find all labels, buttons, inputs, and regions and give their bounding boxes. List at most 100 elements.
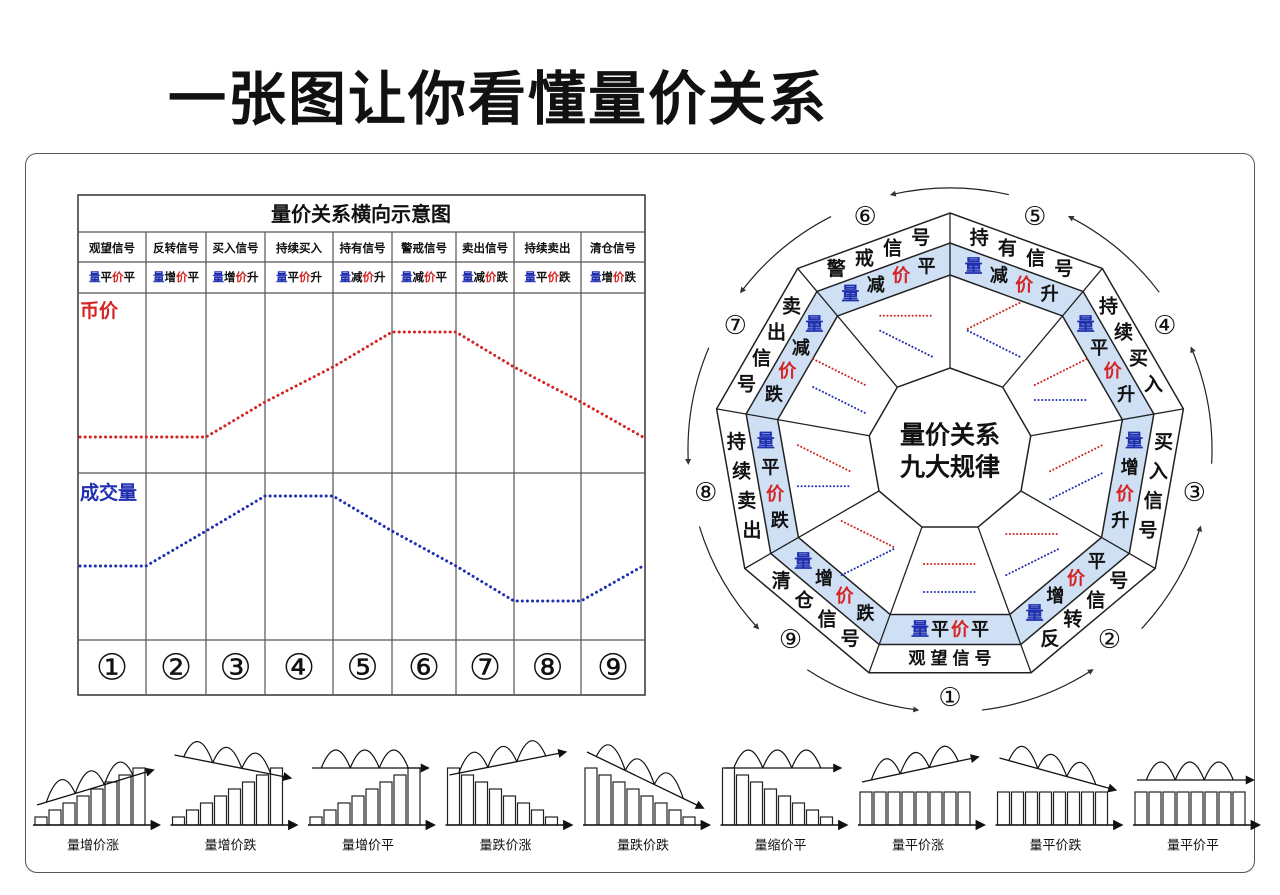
- volume-bar: [323, 809, 337, 826]
- sector-number: ⑥: [854, 202, 877, 232]
- sector-signal-char: 信: [752, 346, 771, 369]
- volume-bar: [379, 781, 393, 826]
- sector-rule-char: 量: [1077, 313, 1095, 335]
- mini-chart-label: 量增价跌: [204, 838, 256, 854]
- sector-divider: [1030, 408, 1184, 437]
- volume-bar: [668, 809, 682, 826]
- sector-rule-char: 平: [931, 620, 949, 641]
- sector-number: ②: [1098, 625, 1121, 655]
- sector-signal-char: 入: [1149, 461, 1168, 483]
- flow-arrow: [740, 216, 832, 294]
- sector-number: ⑦: [724, 311, 747, 341]
- sector-signal-char: 观: [908, 649, 926, 669]
- column-number: ③: [219, 648, 251, 689]
- infographic-card: [25, 153, 1255, 873]
- sector-number: ③: [1183, 478, 1206, 508]
- price-wave: [595, 744, 684, 799]
- horizontal-table-diagram: 量价关系横向示意图币价成交量观望信号量平价平①反转信号量增价平②买入信号量增价升…: [77, 194, 646, 696]
- sector-signal-char: 号: [1054, 258, 1073, 280]
- sector-signal-char: 信: [1086, 588, 1105, 611]
- sector-number: ①: [938, 683, 961, 713]
- volume-bar: [1080, 791, 1095, 826]
- sector-volume-trend: [1005, 548, 1060, 577]
- column-number: ⑦: [469, 648, 501, 689]
- sector-rule-char: 升: [1041, 284, 1059, 305]
- volume-bar: [530, 809, 545, 826]
- sector-rule-char: 价: [1116, 484, 1135, 505]
- sector-signal-char: 持: [727, 430, 746, 453]
- column-number: ①: [96, 648, 128, 689]
- flow-arrow: [1190, 346, 1213, 464]
- sector-rule-char: 量: [1125, 430, 1143, 452]
- column-rule: 量增价平: [153, 270, 200, 284]
- sector-rule-char: 量: [911, 619, 929, 641]
- column-signal: 清仓信号: [590, 241, 636, 255]
- volume-bar: [721, 767, 736, 826]
- volume-bar: [48, 809, 62, 826]
- sector-signal-char: 望: [931, 648, 948, 669]
- mini-charts-row: 量增价涨量增价跌量增价平量跌价涨量跌价跌量缩价平量平价涨量平价跌量平价平: [33, 740, 1262, 854]
- sector-signal-char: 持: [970, 226, 989, 249]
- mini-chart-label: 量跌价跌: [617, 838, 669, 854]
- column-rule: 量平价平: [89, 270, 136, 284]
- volume-bar: [118, 774, 132, 826]
- sector-divider: [716, 408, 870, 437]
- sector-number: ⑨: [779, 625, 802, 655]
- mini-chart: 量平价跌: [995, 745, 1124, 854]
- column-rule: 量减价平: [401, 270, 448, 284]
- rule-char: 平: [101, 270, 113, 284]
- volume-bar: [1024, 791, 1039, 826]
- sector-number: ④: [1153, 311, 1176, 341]
- page-title: 一张图让你看懂量价关系: [168, 65, 829, 133]
- rule-char: 平: [188, 270, 200, 284]
- sector-rule-char: 增: [1121, 456, 1139, 478]
- volume-bar: [654, 802, 668, 826]
- rule-char: 增: [602, 270, 614, 284]
- volume-bar: [640, 795, 654, 826]
- volume-bar: [763, 788, 778, 826]
- rule-char: 平: [536, 270, 548, 284]
- price-wave: [733, 749, 822, 769]
- volume-bar: [199, 802, 214, 826]
- sector-divider: [744, 490, 880, 570]
- sector-signal-char: 仓: [794, 588, 815, 611]
- volume-bar: [365, 788, 379, 826]
- column-signal: 反转信号: [153, 241, 199, 255]
- table-title: 量价关系横向示意图: [271, 202, 451, 226]
- price-trend-arrow: [174, 754, 293, 782]
- price-wave: [870, 745, 959, 781]
- flow-arrow: [806, 669, 920, 713]
- price-wave: [1145, 761, 1234, 781]
- sector-divider: [797, 268, 898, 388]
- sector-signal-char: 续: [1114, 321, 1133, 344]
- rule-char: 跌: [625, 270, 637, 284]
- volume-bar: [516, 802, 531, 826]
- sector-5: 持有信号量减价升⑤: [889, 187, 1073, 358]
- volume-bar: [213, 795, 228, 826]
- volume-bar: [598, 774, 612, 826]
- sector-price-trend: [1033, 358, 1088, 386]
- mini-chart: 量跌价涨: [445, 740, 574, 854]
- sector-signal-char: 卖: [782, 296, 801, 318]
- mini-chart: 量平价平: [1133, 761, 1262, 854]
- rule-char: 增: [165, 270, 177, 284]
- mini-chart: 量缩价平: [720, 749, 849, 854]
- rule-char: 价: [299, 270, 311, 284]
- mini-chart-label: 量跌价涨: [479, 838, 531, 854]
- sector-rule-char: 平: [1090, 338, 1108, 359]
- volume-bar: [584, 767, 598, 826]
- volume-bar: [929, 791, 943, 826]
- column-signal: 买入信号: [213, 241, 259, 255]
- sector-rule-char: 量: [757, 430, 775, 452]
- mini-chart-label: 量平价涨: [892, 839, 944, 854]
- rule-char: 平: [124, 270, 136, 284]
- rule-char: 价: [112, 270, 124, 284]
- rule-char: 增: [224, 270, 236, 284]
- rule-char: 量: [153, 270, 165, 284]
- price-wave: [183, 741, 272, 775]
- volume-bar: [1204, 791, 1218, 826]
- sector-rule-char: 升: [1111, 511, 1129, 532]
